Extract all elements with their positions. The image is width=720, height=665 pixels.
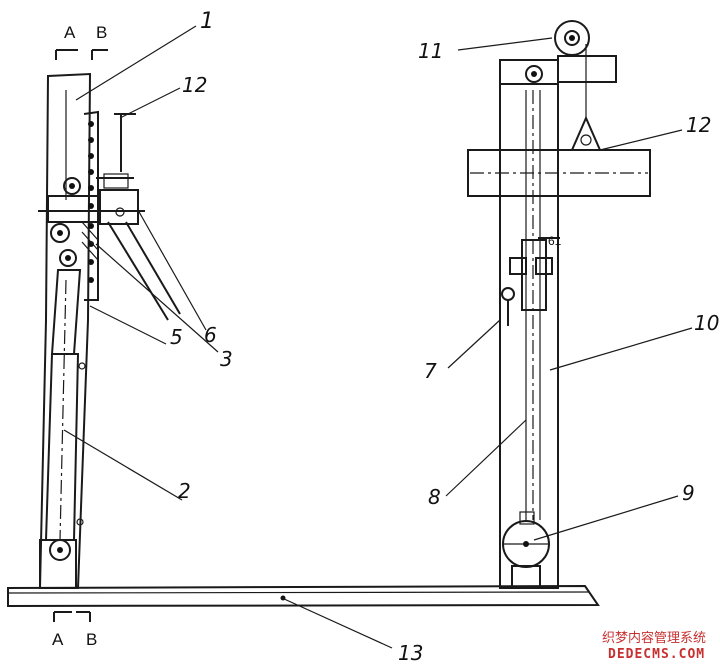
watermark-line-1: 织梦内容管理系统 <box>602 630 706 646</box>
section-label-a-top: A <box>64 23 76 42</box>
watermark-line-2: DEDECMS.COM <box>608 647 705 662</box>
callout-10: 10 <box>694 311 719 335</box>
section-label-a-bottom: A <box>52 630 64 649</box>
callout-11: 11 <box>418 39 443 63</box>
callout-12-right: 12 <box>686 113 711 137</box>
inline-label-61: 61 <box>548 234 562 248</box>
left-column <box>38 72 181 589</box>
callout-6: 6 <box>204 323 217 347</box>
callout-2: 2 <box>178 479 191 503</box>
callout-5: 5 <box>170 325 183 349</box>
callout-1: 1 <box>200 9 214 34</box>
section-marks: A B A B <box>52 23 108 649</box>
callout-13: 13 <box>398 641 423 665</box>
callout-labels: 1 12 6 5 3 2 11 12 10 7 8 9 13 61 <box>170 9 719 665</box>
callout-9: 9 <box>682 481 695 505</box>
callout-8: 8 <box>428 485 441 509</box>
callout-7: 7 <box>424 359 437 383</box>
right-column <box>467 20 651 589</box>
watermark: 织梦内容管理系统 DEDECMS.COM <box>602 630 706 662</box>
section-label-b-bottom: B <box>86 630 97 649</box>
section-label-b-top: B <box>96 23 107 42</box>
leader-lines <box>63 25 693 649</box>
callout-3: 3 <box>220 347 233 371</box>
callout-12-left: 12 <box>182 73 207 97</box>
